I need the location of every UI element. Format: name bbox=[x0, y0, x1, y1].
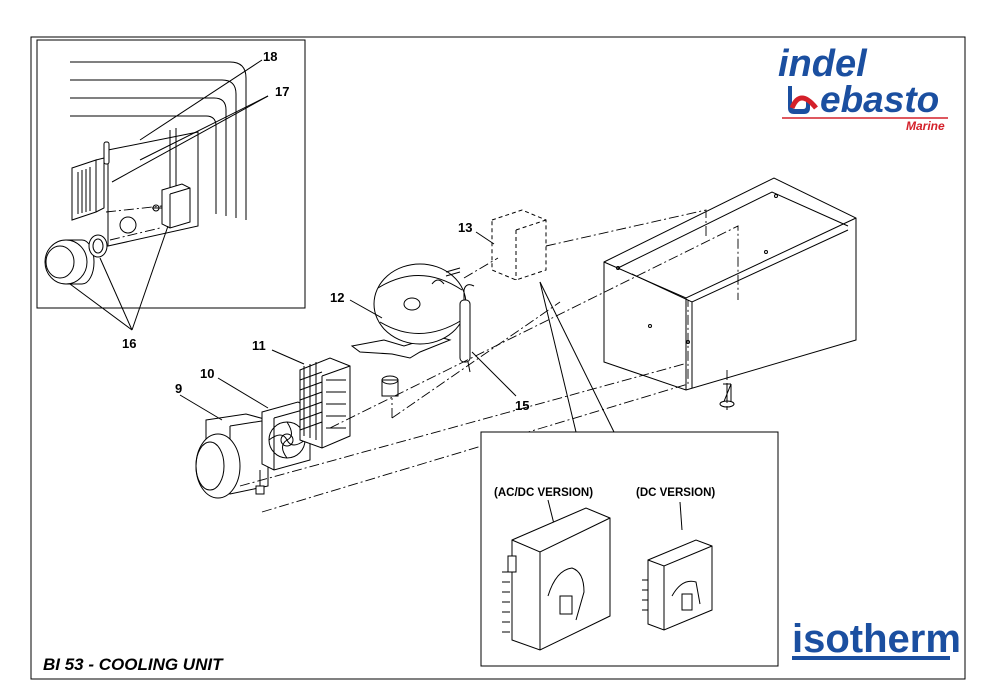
electronic-unit-box bbox=[491, 209, 547, 281]
part-label-12: 12 bbox=[330, 290, 344, 305]
svg-text:indel: indel bbox=[778, 43, 868, 85]
unit-housing bbox=[603, 177, 857, 410]
alignment-lines bbox=[239, 209, 739, 513]
part-label-15: 15 bbox=[515, 398, 529, 413]
part-label-13: 13 bbox=[458, 220, 472, 235]
part-label-10: 10 bbox=[200, 366, 214, 381]
webasto-w-mark bbox=[780, 86, 810, 114]
compressor bbox=[350, 263, 467, 397]
page-title: BI 53 - COOLING UNIT bbox=[43, 655, 224, 674]
indel-webasto-logo: indel ebasto Marine bbox=[778, 43, 948, 133]
thermostat bbox=[152, 183, 191, 229]
dc-module bbox=[642, 501, 713, 631]
part-label-9: 9 bbox=[175, 381, 182, 396]
svg-text:isotherm: isotherm bbox=[792, 617, 961, 661]
callout-acdc-label: (AC/DC VERSION) bbox=[494, 487, 593, 499]
part-label-18: 18 bbox=[263, 49, 277, 64]
sheet-frame bbox=[30, 36, 966, 680]
part-label-16: 16 bbox=[122, 336, 136, 351]
inset-panel bbox=[36, 39, 306, 331]
callout-dc-label: (DC VERSION) bbox=[636, 487, 715, 499]
svg-text:Marine: Marine bbox=[906, 119, 945, 133]
part-label-11: 11 bbox=[252, 338, 266, 353]
part-label-17: 17 bbox=[275, 84, 289, 99]
thermostat-knob bbox=[44, 239, 95, 285]
condenser bbox=[299, 357, 351, 449]
acdc-module bbox=[502, 499, 611, 651]
fan bbox=[261, 401, 311, 471]
relay-component bbox=[459, 284, 475, 373]
isotherm-logo: isotherm bbox=[792, 617, 961, 661]
fan-shroud bbox=[195, 413, 269, 499]
vent-grille bbox=[71, 157, 105, 221]
svg-text:ebasto: ebasto bbox=[820, 79, 939, 120]
